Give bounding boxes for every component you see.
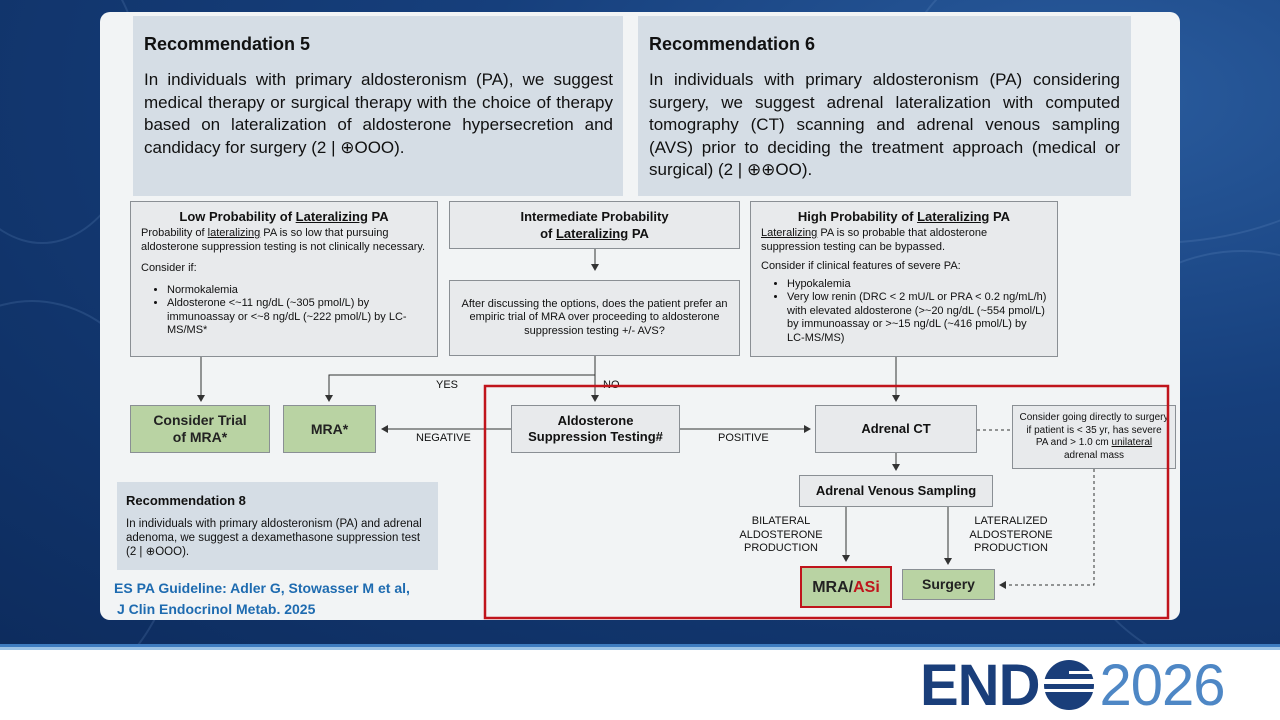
mra-asi-label: MRA/ bbox=[812, 578, 854, 596]
bilateral-label: BILATERAL ALDOSTERONE PRODUCTION bbox=[739, 515, 823, 554]
direct-surgery-text: Consider going directly to surgery if pa… bbox=[1019, 412, 1169, 461]
logo-brand: END bbox=[920, 652, 1040, 718]
recommendation-8-text: In individuals with primary aldosteronis… bbox=[126, 518, 422, 558]
lateralized-label: LATERALIZED ALDOSTERONE PRODUCTION bbox=[969, 515, 1053, 554]
high-probability-title: High Probability of Lateralizing PA bbox=[797, 209, 1011, 224]
recommendation-6-box: Recommendation 6 In individuals with pri… bbox=[638, 16, 1131, 196]
mra-asi-node: MRA/ASi bbox=[800, 566, 892, 608]
direct-surgery-note: Consider going directly to surgery if pa… bbox=[1012, 405, 1176, 469]
intermediate-title-line2: of Lateralizing PA bbox=[540, 226, 649, 241]
recommendation-5-text: In individuals with primary aldosteronis… bbox=[144, 70, 613, 157]
citation: ES PA Guideline: Adler G, Stowasser M et… bbox=[114, 578, 410, 620]
adrenal-ct-node: Adrenal CT bbox=[815, 405, 977, 453]
low-probability-title: Low Probability of Lateralizing PA bbox=[179, 209, 389, 224]
adrenal-ct-label: Adrenal CT bbox=[861, 421, 931, 437]
suppression-testing-label: Aldosterone Suppression Testing# bbox=[528, 413, 663, 444]
low-probability-consider: Consider if: bbox=[141, 262, 197, 274]
list-item: Very low renin (DRC < 2 mU/L or PRA < 0.… bbox=[787, 291, 1047, 345]
highlight-frame bbox=[483, 384, 1170, 620]
logo-year: 2026 bbox=[1099, 652, 1225, 718]
high-probability-consider: Consider if clinical features of severe … bbox=[761, 260, 961, 272]
list-item: Aldosterone <~11 ng/dL (~305 pmol/L) by … bbox=[167, 297, 427, 338]
endo-2026-logo: END 2026 bbox=[920, 652, 1226, 718]
avs-label: Adrenal Venous Sampling bbox=[815, 483, 977, 499]
recommendation-8-box: Recommendation 8 In individuals with pri… bbox=[117, 482, 438, 570]
low-probability-box: Low Probability of Lateralizing PA Proba… bbox=[130, 201, 438, 357]
footer-stripe-light bbox=[0, 647, 1280, 650]
recommendation-6-text: In individuals with primary aldosteronis… bbox=[649, 70, 1120, 179]
high-probability-description: Lateralizing PA is so probable that aldo… bbox=[761, 227, 988, 253]
intermediate-probability-box: Intermediate Probability of Lateralizing… bbox=[449, 201, 740, 249]
arrow-yes-to-mra bbox=[325, 356, 596, 402]
intermediate-title-line1: Intermediate Probability bbox=[520, 209, 669, 224]
patient-preference-question-box: After discussing the options, does the p… bbox=[449, 280, 740, 356]
patient-preference-question: After discussing the options, does the p… bbox=[461, 297, 728, 337]
aldosterone-suppression-testing-node: Aldosterone Suppression Testing# bbox=[511, 405, 680, 453]
dashed-note-to-surgery bbox=[999, 469, 1095, 589]
list-item: Hypokalemia bbox=[787, 278, 1047, 292]
low-probability-description: Probability of lateralizing PA is so low… bbox=[141, 227, 426, 253]
surgery-node: Surgery bbox=[902, 569, 995, 600]
positive-label: POSITIVE bbox=[718, 432, 769, 444]
recommendation-6-title: Recommendation 6 bbox=[649, 34, 816, 54]
recommendation-8-title: Recommendation 8 bbox=[126, 493, 246, 508]
consider-trial-mra-node: Consider Trial of MRA* bbox=[130, 405, 270, 453]
yes-label: YES bbox=[436, 379, 459, 391]
high-probability-criteria: Hypokalemia Very low renin (DRC < 2 mU/L… bbox=[761, 278, 1047, 346]
footer-stripe-dark bbox=[0, 644, 1280, 647]
asi-label: ASi bbox=[853, 578, 880, 596]
citation-line2: J Clin Endocrinol Metab. 2025 bbox=[117, 601, 316, 617]
mra-node: MRA* bbox=[283, 405, 376, 453]
adrenal-venous-sampling-node: Adrenal Venous Sampling bbox=[799, 475, 993, 507]
low-probability-criteria: Normokalemia Aldosterone <~11 ng/dL (~30… bbox=[141, 284, 427, 338]
high-probability-box: High Probability of Lateralizing PA Late… bbox=[750, 201, 1058, 357]
negative-label: NEGATIVE bbox=[416, 432, 471, 444]
citation-line1: ES PA Guideline: Adler G, Stowasser M et… bbox=[114, 580, 410, 596]
recommendation-5-title: Recommendation 5 bbox=[144, 34, 311, 54]
recommendation-5-box: Recommendation 5 In individuals with pri… bbox=[133, 16, 623, 196]
list-item: Normokalemia bbox=[167, 284, 427, 298]
globe-icon bbox=[1041, 660, 1098, 710]
